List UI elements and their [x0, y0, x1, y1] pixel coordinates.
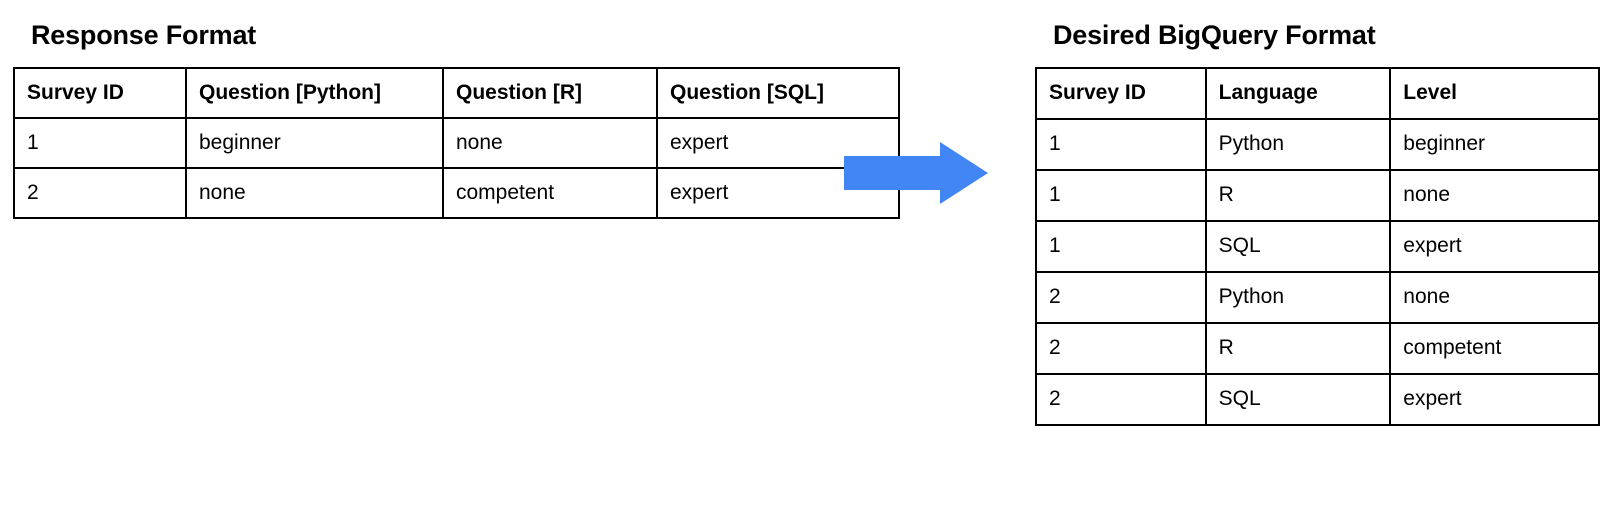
column-header-survey-id: Survey ID	[1035, 67, 1207, 120]
cell-language: SQL	[1204, 373, 1392, 426]
cell-python: beginner	[185, 117, 444, 169]
cell-survey-id: 1	[1035, 220, 1207, 273]
cell-r: none	[442, 117, 658, 169]
cell-level: expert	[1389, 220, 1600, 273]
bigquery-format-table: Survey ID Language Level 1 Python beginn…	[1035, 67, 1600, 426]
cell-level: beginner	[1389, 118, 1600, 171]
column-header-question-sql: Question [SQL]	[656, 67, 900, 119]
cell-survey-id: 2	[13, 167, 187, 219]
column-header-survey-id: Survey ID	[13, 67, 187, 119]
cell-survey-id: 2	[1035, 373, 1207, 426]
column-header-question-r: Question [R]	[442, 67, 658, 119]
table-row: 2 none competent expert	[13, 167, 900, 219]
cell-survey-id: 2	[1035, 271, 1207, 324]
cell-python: none	[185, 167, 444, 219]
cell-level: competent	[1389, 322, 1600, 375]
cell-survey-id: 2	[1035, 322, 1207, 375]
cell-language: Python	[1204, 118, 1392, 171]
table-row: 2 Python none	[1035, 271, 1600, 324]
bigquery-format-panel: Desired BigQuery Format Survey ID Langua…	[1035, 22, 1600, 426]
response-format-panel: Response Format Survey ID Question [Pyth…	[13, 22, 900, 219]
cell-language: R	[1204, 322, 1392, 375]
response-format-title: Response Format	[31, 20, 257, 50]
cell-r: competent	[442, 167, 658, 219]
cell-survey-id: 1	[1035, 118, 1207, 171]
cell-survey-id: 1	[1035, 169, 1207, 222]
column-header-level: Level	[1389, 67, 1600, 120]
table-row: 1 beginner none expert	[13, 117, 900, 169]
table-row: 1 SQL expert	[1035, 220, 1600, 273]
cell-survey-id: 1	[13, 117, 187, 169]
table-header-row: Survey ID Question [Python] Question [R]…	[13, 67, 900, 119]
table-row: 2 SQL expert	[1035, 373, 1600, 426]
cell-language: SQL	[1204, 220, 1392, 273]
table-row: 1 Python beginner	[1035, 118, 1600, 171]
table-row: 1 R none	[1035, 169, 1600, 222]
cell-language: R	[1204, 169, 1392, 222]
cell-level: expert	[1389, 373, 1600, 426]
cell-level: none	[1389, 169, 1600, 222]
bigquery-format-title: Desired BigQuery Format	[1053, 20, 1376, 50]
response-format-table: Survey ID Question [Python] Question [R]…	[13, 67, 900, 219]
column-header-language: Language	[1204, 67, 1392, 120]
right-arrow-icon	[844, 142, 988, 204]
table-header-row: Survey ID Language Level	[1035, 67, 1600, 120]
column-header-question-python: Question [Python]	[185, 67, 444, 119]
cell-language: Python	[1204, 271, 1392, 324]
table-row: 2 R competent	[1035, 322, 1600, 375]
cell-level: none	[1389, 271, 1600, 324]
